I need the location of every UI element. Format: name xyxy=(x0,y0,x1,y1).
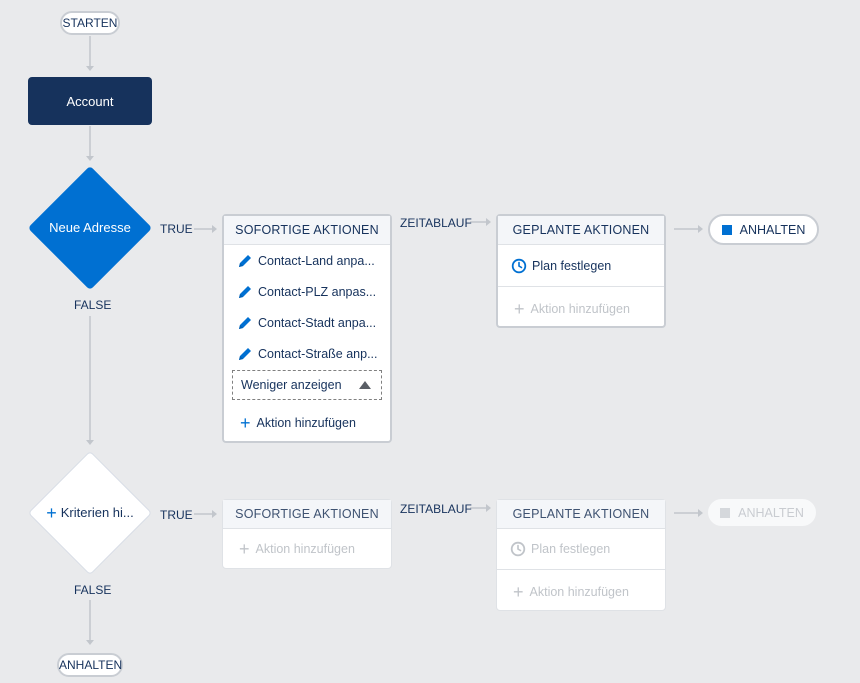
scheduled-actions-panel: GEPLANTE AKTIONEN Plan festlegen + Aktio… xyxy=(496,499,666,611)
action-label: Contact-Straße anp... xyxy=(258,347,378,361)
panel-header: GEPLANTE AKTIONEN xyxy=(497,500,665,529)
clock-icon xyxy=(509,540,527,558)
panel-header: GEPLANTE AKTIONEN xyxy=(498,216,664,245)
add-action-label: Aktion hinzufügen xyxy=(255,542,355,556)
add-action-label: Aktion hinzufügen xyxy=(530,302,630,316)
add-action-button[interactable]: + Aktion hinzufügen xyxy=(240,414,356,432)
add-action-label: Aktion hinzufügen xyxy=(256,416,356,430)
object-node-account[interactable]: Account xyxy=(28,77,152,125)
add-action-label: Aktion hinzufügen xyxy=(529,585,629,599)
divider xyxy=(497,569,665,570)
action-label: Contact-Land anpa... xyxy=(258,254,375,268)
plus-icon: + xyxy=(513,582,524,602)
start-node: STARTEN xyxy=(60,11,120,35)
criteria-label: Kriterien hi... xyxy=(60,505,134,520)
set-schedule-button[interactable]: Plan festlegen xyxy=(509,538,610,560)
set-schedule-label: Plan festlegen xyxy=(532,259,612,273)
panel-header: SOFORTIGE AKTIONEN xyxy=(224,216,390,245)
pencil-icon xyxy=(236,283,254,301)
immediate-actions-panel: SOFORTIGE AKTIONEN Contact-Land anpa... … xyxy=(222,214,392,443)
divider xyxy=(498,286,664,287)
add-action-button[interactable]: + Aktion hinzufügen xyxy=(513,583,629,601)
clock-icon xyxy=(510,257,528,275)
action-item[interactable]: Contact-Straße anp... xyxy=(236,343,378,365)
action-item[interactable]: Contact-Land anpa... xyxy=(236,250,375,272)
set-schedule-button[interactable]: Plan festlegen xyxy=(510,255,611,277)
time-lapse-label: ZEITABLAUF xyxy=(400,502,472,516)
plus-icon: + xyxy=(46,503,57,523)
show-less-label: Weniger anzeigen xyxy=(241,378,342,392)
caret-up-icon xyxy=(359,381,371,389)
stop-icon xyxy=(721,224,732,235)
stop-label: ANHALTEN xyxy=(738,505,804,520)
panel-header: SOFORTIGE AKTIONEN xyxy=(223,500,391,529)
criteria-label: Neue Adresse xyxy=(49,220,131,235)
true-branch-label: TRUE xyxy=(160,222,193,236)
add-action-button[interactable]: + Aktion hinzufügen xyxy=(514,300,630,318)
false-branch-label: FALSE xyxy=(74,298,112,312)
plus-icon: + xyxy=(240,413,251,433)
time-lapse-label: ZEITABLAUF xyxy=(400,216,472,230)
action-label: Contact-Stadt anpa... xyxy=(258,316,377,330)
add-criteria-button[interactable]: + Kriterien hi... xyxy=(36,503,144,523)
stop-button[interactable]: ANHALTEN xyxy=(708,214,819,245)
add-action-button[interactable]: + Aktion hinzufügen xyxy=(239,540,355,558)
pencil-icon xyxy=(236,314,254,332)
pencil-icon xyxy=(236,252,254,270)
stop-label: ANHALTEN xyxy=(739,222,806,237)
false-branch-label: FALSE xyxy=(74,583,112,597)
end-node: ANHALTEN xyxy=(57,653,123,677)
show-less-toggle[interactable]: Weniger anzeigen xyxy=(232,370,382,400)
immediate-actions-panel: SOFORTIGE AKTIONEN + Aktion hinzufügen xyxy=(222,499,392,569)
set-schedule-label: Plan festlegen xyxy=(531,542,611,556)
stop-icon xyxy=(720,507,731,518)
plus-icon: + xyxy=(514,299,525,319)
action-item[interactable]: Contact-Stadt anpa... xyxy=(236,312,376,334)
scheduled-actions-panel: GEPLANTE AKTIONEN Plan festlegen + Aktio… xyxy=(496,214,666,328)
true-branch-label: TRUE xyxy=(160,508,193,522)
pencil-icon xyxy=(236,345,254,363)
action-item[interactable]: Contact-PLZ anpas... xyxy=(236,281,376,303)
plus-icon: + xyxy=(239,539,250,559)
action-label: Contact-PLZ anpas... xyxy=(258,285,377,299)
stop-button[interactable]: ANHALTEN xyxy=(708,499,816,526)
